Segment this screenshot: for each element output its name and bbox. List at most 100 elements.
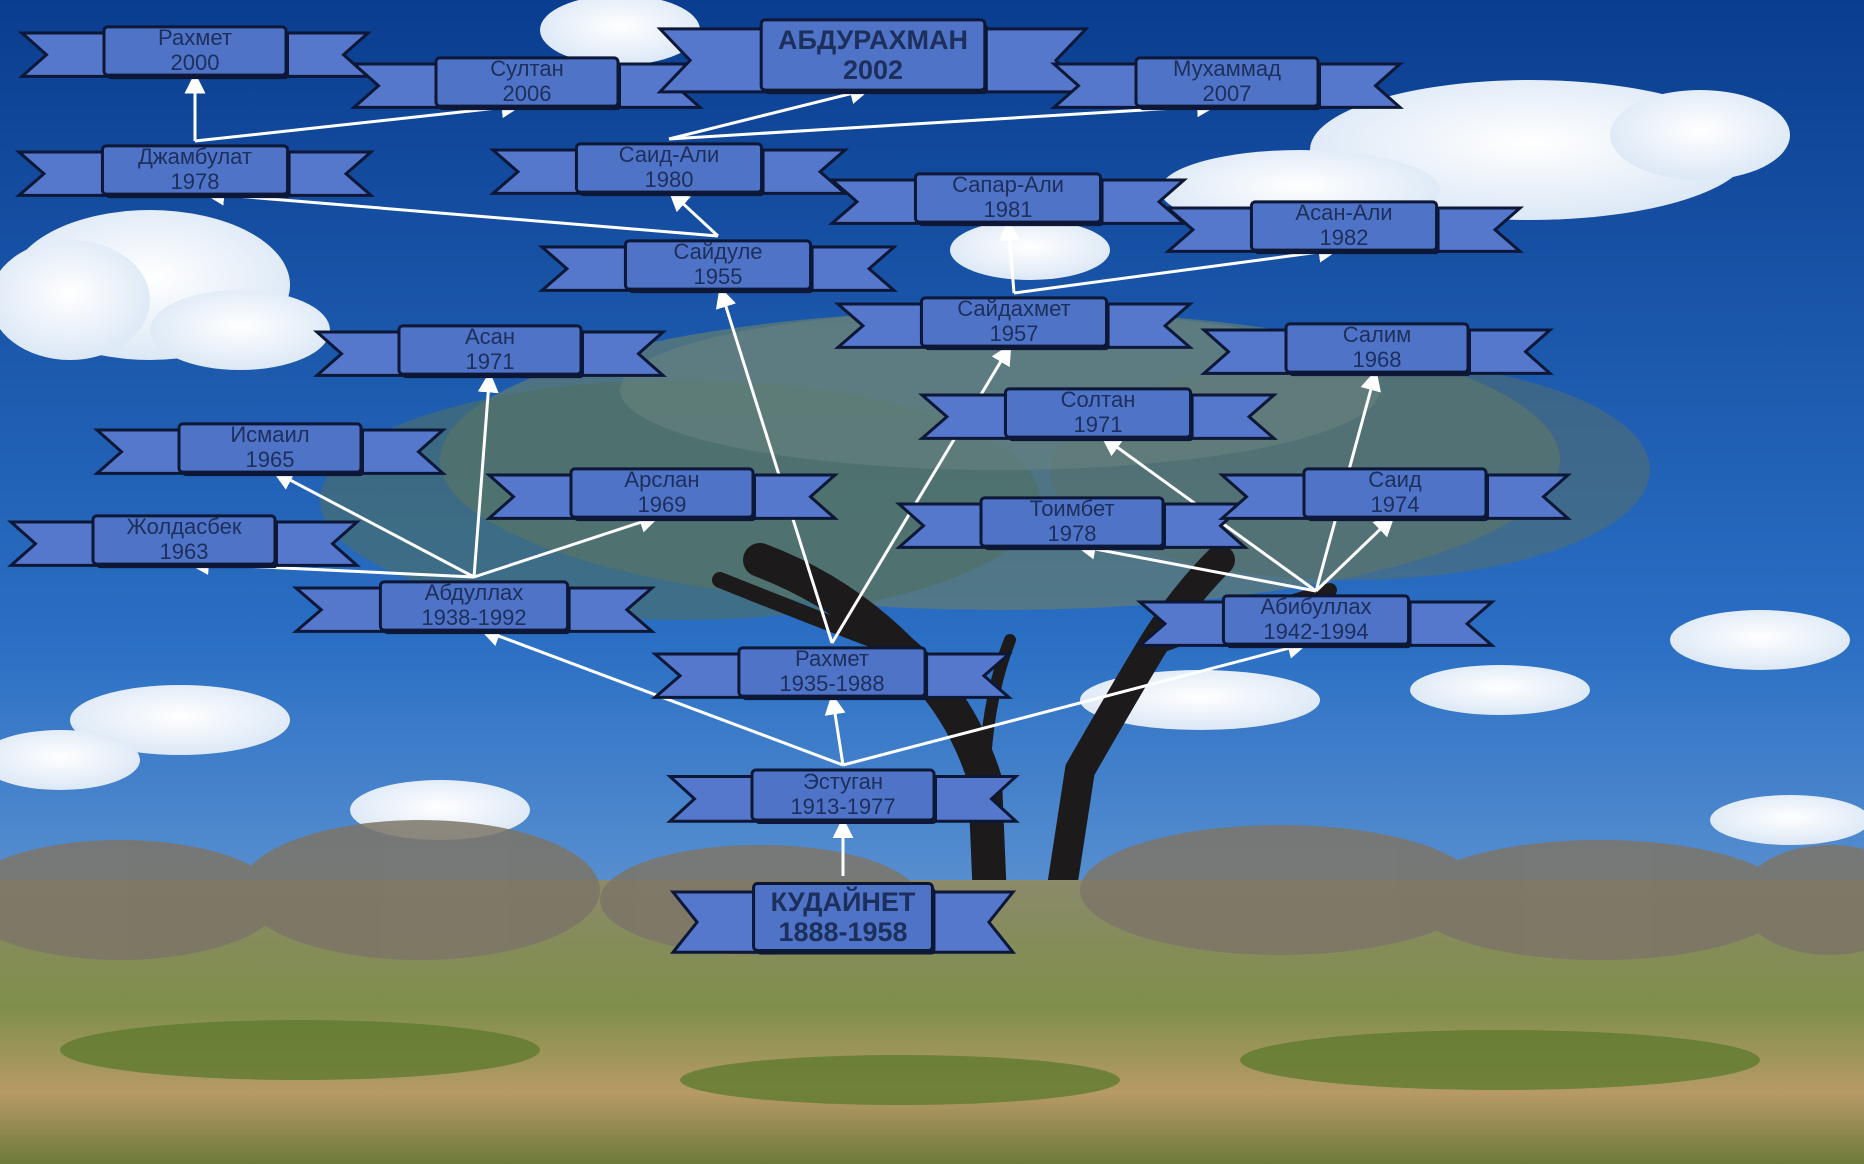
person-name: Рахмет xyxy=(795,646,869,672)
person-years: 2000 xyxy=(170,50,220,76)
person-name: Абдуллах xyxy=(424,580,524,606)
person-name: Султан xyxy=(490,56,564,82)
ribbon-banner xyxy=(827,172,1189,227)
bushes xyxy=(0,820,1864,960)
person-years: 1955 xyxy=(693,264,743,290)
ribbon-banner xyxy=(14,144,376,199)
ribbon-banner xyxy=(650,646,1014,701)
person-years: 1978 xyxy=(1047,521,1097,547)
person-years: 1969 xyxy=(637,492,687,518)
ribbon-banner xyxy=(537,239,899,294)
ribbon-banner xyxy=(669,881,1017,955)
person-years: 1913-1977 xyxy=(790,794,896,819)
person-years: 1971 xyxy=(1073,412,1123,438)
person-name: КУДАЙНЕТ xyxy=(770,886,916,917)
person-years: 1942-1994 xyxy=(1263,619,1369,645)
ribbon-banner xyxy=(1050,56,1404,111)
ribbon-banner xyxy=(93,422,447,477)
ribbon-banner xyxy=(917,387,1279,442)
person-years: 1971 xyxy=(465,349,515,375)
person-name: Сайдахмет xyxy=(957,296,1071,322)
arrow-rakhmet_sr-to-saydule xyxy=(715,286,834,644)
arrow-said_ali-to-abdurakhman xyxy=(668,83,871,141)
person-years: 1938-1992 xyxy=(421,605,527,631)
arrow-abdullakh-to-asan xyxy=(472,371,499,578)
person-years: 1968 xyxy=(1352,347,1402,373)
ribbon-banner xyxy=(7,514,361,569)
person-years: 1965 xyxy=(245,447,295,473)
ribbon-banner xyxy=(1200,322,1554,377)
person-name: Джамбулат xyxy=(137,144,253,170)
person-name: Асан xyxy=(464,324,516,350)
ribbon-banner xyxy=(488,142,850,197)
person-name: Жолдасбек xyxy=(126,514,242,540)
person-years: 2002 xyxy=(842,55,904,85)
person-name: Абибуллах xyxy=(1260,594,1372,620)
arrow-saydakhmet-to-sapar_ali xyxy=(999,219,1021,294)
person-years: 1974 xyxy=(1370,492,1420,518)
person-name: Арслан xyxy=(624,467,700,493)
person-years: 1888-1958 xyxy=(778,917,908,947)
person-years: 1935-1988 xyxy=(779,671,885,697)
ribbon-banner xyxy=(485,467,839,522)
person-name: Саид-Али xyxy=(618,142,720,168)
person-years: 1980 xyxy=(644,167,694,193)
person-name: АБДУРАХМАН xyxy=(778,24,968,55)
arrow-estugan-to-rakhmet_sr xyxy=(824,693,846,766)
arrow-saydule-to-dzhambulat xyxy=(203,184,719,238)
person-name: Тоимбет xyxy=(1029,496,1115,522)
grass xyxy=(60,1020,1760,1105)
person-years: 1957 xyxy=(989,321,1039,347)
person-name: Сайдуле xyxy=(673,239,763,265)
arrow-abdullakh-to-ismail xyxy=(272,470,475,579)
person-years: 1982 xyxy=(1319,225,1369,251)
person-years: 2007 xyxy=(1202,81,1252,107)
person-name: Исмаил xyxy=(230,422,310,448)
ribbon-banner xyxy=(18,25,372,80)
ribbon-banner xyxy=(895,496,1249,551)
arrow-abdullakh-to-arslan xyxy=(473,512,661,579)
arrow-saydakhmet-to-asan_ali xyxy=(1013,241,1340,295)
arrow-saydule-to-said_ali xyxy=(668,190,720,238)
